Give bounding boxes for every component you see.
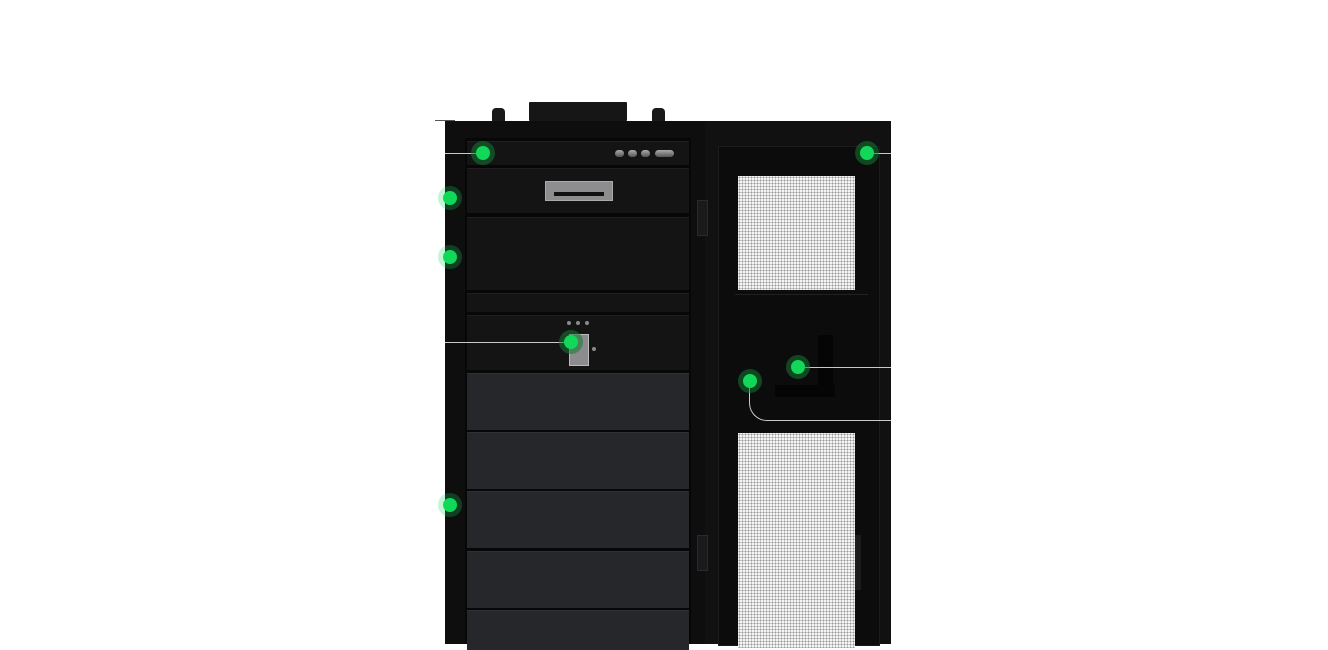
leader-line (788, 420, 891, 421)
hinge (697, 200, 708, 236)
hotspot-door-handle[interactable] (791, 360, 805, 374)
leader-line (445, 153, 483, 154)
leader-line (798, 367, 891, 368)
hotspot-door-lock[interactable] (743, 374, 757, 388)
indicator-led (567, 321, 571, 325)
blank-panel (467, 217, 689, 290)
indicator-led (592, 347, 596, 351)
hotspot-communication-port[interactable] (564, 335, 578, 349)
battery-module (467, 432, 689, 489)
blank-panel (467, 293, 689, 312)
battery-module (467, 491, 689, 548)
control-button (641, 150, 650, 157)
hotspot-left-side-upper[interactable] (443, 250, 457, 264)
control-button (615, 150, 624, 157)
door-handle-base (775, 385, 835, 397)
top-knob (492, 108, 505, 122)
indicator-led (576, 321, 580, 325)
breaker-icon (545, 181, 613, 201)
hotspot-breaker[interactable] (443, 191, 457, 205)
control-display (655, 150, 674, 157)
leader-line (445, 342, 571, 343)
leader-line (749, 381, 789, 421)
leader-line (867, 153, 891, 154)
mesh-vent (738, 433, 855, 648)
hinge (697, 535, 708, 571)
door-handle (818, 335, 833, 395)
battery-module (467, 373, 689, 430)
top-edge (435, 120, 455, 121)
control-panel-row (467, 141, 689, 165)
indicator-led (585, 321, 589, 325)
hotspot-control-panel[interactable] (476, 146, 490, 160)
top-knob (652, 108, 665, 122)
hotspot-right-door-top[interactable] (860, 146, 874, 160)
door-latch (855, 535, 861, 590)
control-button (628, 150, 637, 157)
divider (735, 294, 868, 295)
battery-module (467, 551, 689, 608)
top-cap (529, 102, 627, 121)
mesh-vent (738, 176, 855, 290)
battery-module (467, 610, 689, 650)
hotspot-battery-modules[interactable] (443, 498, 457, 512)
